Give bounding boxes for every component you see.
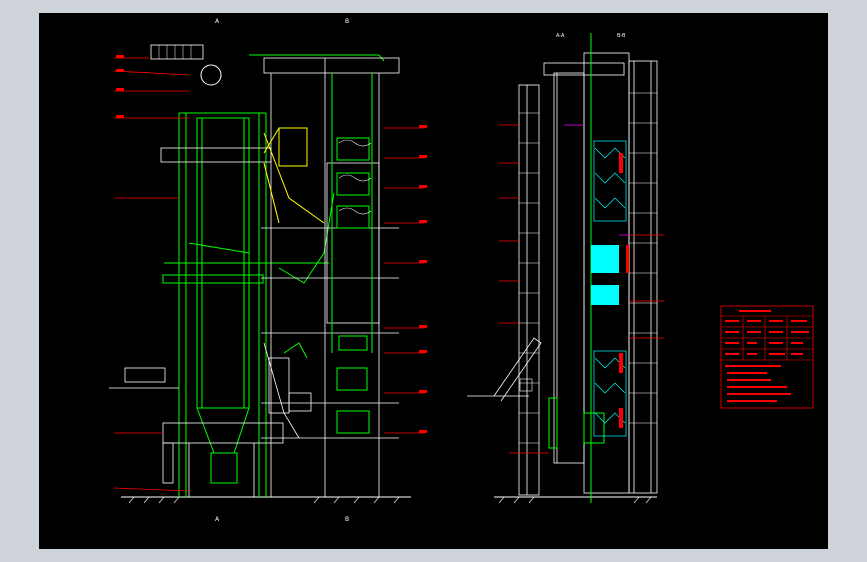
- air-heater-block-upper: [591, 245, 619, 273]
- section-mark-a-bottom: A: [215, 516, 220, 523]
- left-elevation-view: A B A B: [109, 18, 427, 523]
- view-title-b: B-B: [617, 33, 626, 39]
- view-title-a: A-A: [556, 33, 565, 39]
- section-mark-b-bottom: B: [345, 516, 349, 523]
- boiler-elevation-drawing: A B A B: [39, 13, 828, 549]
- section-mark-a-top: A: [215, 18, 220, 25]
- air-heater-block-lower: [591, 285, 619, 305]
- drawing-canvas[interactable]: A B A B: [39, 13, 828, 549]
- section-mark-b-top: B: [345, 18, 349, 25]
- spec-table: [720, 305, 814, 409]
- steam-drum-icon: [200, 64, 222, 86]
- right-elevation-view: A-A B-B: [467, 33, 664, 504]
